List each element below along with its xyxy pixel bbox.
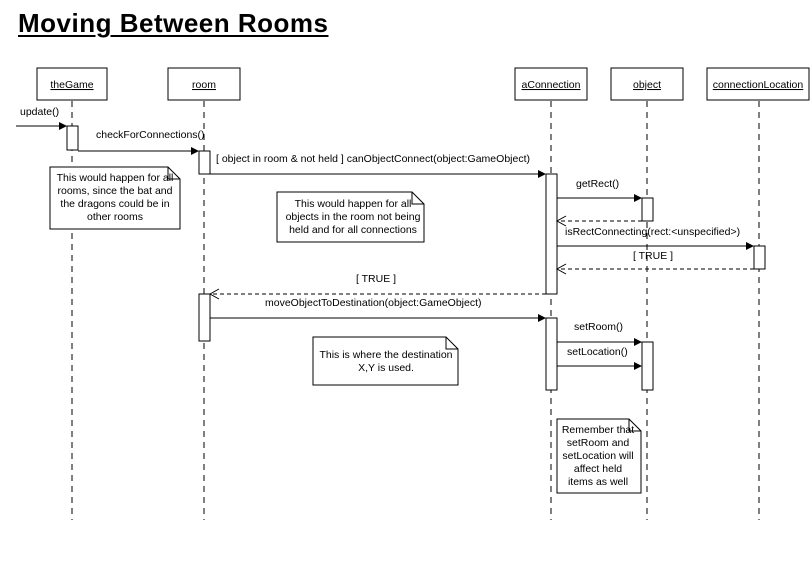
note-all-objects: This would happen for all objects in the… xyxy=(276,191,425,243)
activation-bar-object-2 xyxy=(641,341,654,391)
message-check-for-connections: checkForConnections() xyxy=(78,129,205,155)
message-label-true-2: [ TRUE ] xyxy=(356,273,396,285)
message-update: update() xyxy=(16,106,67,130)
message-get-rect-return xyxy=(555,215,642,227)
note-held-items-line-1: Remember that xyxy=(562,424,634,436)
message-move-object-to-destination: moveObjectToDestination(object:GameObjec… xyxy=(210,297,546,322)
message-label-move-object-to-destination: moveObjectToDestination(object:GameObjec… xyxy=(265,297,482,309)
activation-bar-room-2 xyxy=(198,293,211,342)
activation-bar-room-1 xyxy=(198,150,211,175)
lifeline-label-object: object xyxy=(633,79,661,91)
message-set-room: setRoom() xyxy=(557,321,642,346)
note-destination: This is where the destination X,Y is use… xyxy=(312,336,459,386)
note-held-items: Remember that setRoom and setLocation wi… xyxy=(556,418,642,494)
lifeline-label-thegame: theGame xyxy=(50,79,93,91)
activation-bar-connectionlocation xyxy=(753,245,766,270)
lifeline-aconnection: aConnection xyxy=(514,67,588,520)
activation-bar-aconnection-1 xyxy=(545,173,558,295)
message-label-get-rect: getRect() xyxy=(576,178,619,190)
lifeline-object: object xyxy=(610,67,684,520)
note-all-rooms-line-3: the dragons could be in xyxy=(60,198,169,210)
note-all-objects-line-3: held and for all connections xyxy=(289,224,417,236)
message-set-location: setLocation() xyxy=(557,346,642,370)
note-all-objects-line-1: This would happen for all xyxy=(295,198,412,210)
note-destination-line-2: X,Y is used. xyxy=(358,362,414,374)
activation-bar-aconnection-2 xyxy=(545,317,558,391)
message-label-can-object-connect: [ object in room & not held ] canObjectC… xyxy=(216,153,530,165)
note-held-items-line-4: affect held xyxy=(574,463,622,475)
note-all-objects-line-2: objects in the room not being xyxy=(286,211,421,223)
note-all-rooms: This would happen for all rooms, since t… xyxy=(49,166,181,230)
diagram-title: Moving Between Rooms xyxy=(18,8,329,38)
message-can-object-connect-return: [ TRUE ] xyxy=(208,273,546,300)
message-label-set-location: setLocation() xyxy=(567,346,628,358)
note-held-items-line-3: setLocation will xyxy=(562,450,633,462)
message-get-rect: getRect() xyxy=(557,178,642,202)
lifeline-label-room: room xyxy=(192,79,216,91)
note-all-rooms-line-1: This would happen for all xyxy=(57,172,174,184)
lifeline-label-connectionlocation: connectionLocation xyxy=(713,79,804,91)
message-label-set-room: setRoom() xyxy=(574,321,623,333)
note-held-items-line-2: setRoom and xyxy=(567,437,630,449)
activation-bar-thegame xyxy=(66,125,79,151)
message-label-check-for-connections: checkForConnections() xyxy=(96,129,205,141)
note-all-rooms-line-2: rooms, since the bat and xyxy=(58,185,173,197)
lifeline-label-aconnection: aConnection xyxy=(522,79,581,91)
message-is-rect-connecting: isRectConnecting(rect:<unspecified>) xyxy=(557,226,754,250)
lifeline-connectionlocation: connectionLocation xyxy=(706,67,810,520)
note-held-items-line-5: items as well xyxy=(568,476,628,488)
note-all-rooms-line-4: other rooms xyxy=(87,211,143,223)
message-label-true-1: [ TRUE ] xyxy=(633,250,673,262)
activation-bar-object-1 xyxy=(641,197,654,222)
message-label-update: update() xyxy=(20,106,59,118)
message-is-rect-connecting-return: [ TRUE ] xyxy=(555,250,754,275)
note-destination-line-1: This is where the destination xyxy=(319,349,452,361)
message-label-is-rect-connecting: isRectConnecting(rect:<unspecified>) xyxy=(565,226,740,238)
message-can-object-connect: [ object in room & not held ] canObjectC… xyxy=(210,153,546,178)
